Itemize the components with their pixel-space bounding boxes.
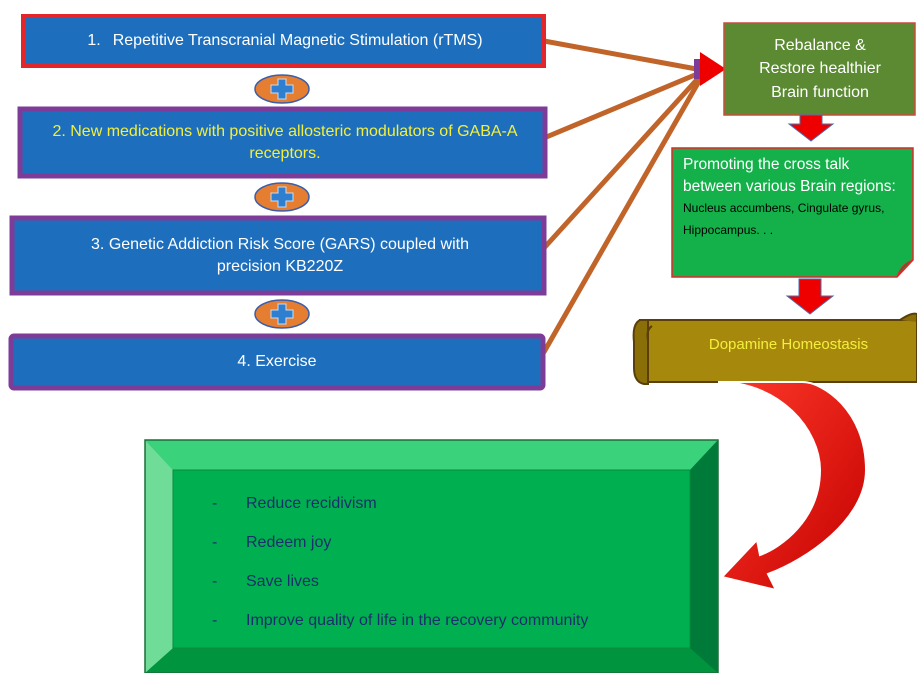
connector-lines [541, 38, 705, 355]
connector-line-4 [541, 73, 705, 355]
step-3-text: Genetic Addiction Risk Score (GARS) coup… [108, 235, 469, 275]
down-arrow-2 [785, 278, 835, 315]
rebalance-box [723, 22, 916, 116]
plus-icon [270, 78, 294, 100]
outcome-item: - Save lives [212, 562, 588, 601]
homeostasis-scroll [632, 312, 917, 385]
connector-line-2 [541, 69, 705, 141]
outcome-item: - Reduce recidivism [212, 484, 588, 523]
connector-line-3 [541, 71, 705, 251]
crosstalk-lead: Promoting the cross talk between various… [683, 156, 896, 195]
step-1-text: Repetitive Transcranial Magnetic Stimula… [112, 32, 483, 50]
rebalance-label: Rebalance & Restore healthier Brain func… [759, 37, 881, 101]
plus-icon [270, 186, 294, 208]
bullet-dash: - [212, 494, 218, 512]
arrow-head-right [700, 52, 726, 86]
plus-connector-3 [254, 299, 310, 329]
homeostasis-label: Dopamine Homeostasis [708, 335, 869, 353]
crosstalk-regions: Nucleus accumbens, Cingulate gyrus, Hipp… [683, 201, 885, 238]
step-4-number: 4. [237, 353, 251, 371]
step-box-4 [8, 333, 546, 391]
arrow-stub [694, 59, 704, 79]
step-4-text: Exercise [255, 353, 317, 371]
outcome-text: Save lives [246, 572, 319, 590]
down-arrow-1 [787, 114, 835, 142]
crosstalk-label: Promoting the cross talk between various… [683, 154, 911, 241]
outcome-item: - Improve quality of life in the recovery… [212, 601, 588, 640]
step-box-1 [21, 14, 546, 68]
step-4-label: 4. Exercise [14, 338, 540, 386]
bullet-dash: - [212, 533, 218, 551]
curved-arrow [717, 381, 868, 592]
step-2-number: 2. [52, 122, 66, 140]
step-box-2 [17, 106, 548, 179]
crosstalk-box [671, 147, 914, 278]
outcome-box [144, 439, 719, 673]
step-3-label: 3. Genetic Addiction Risk Score (GARS) c… [20, 220, 540, 291]
note-fold [896, 259, 914, 278]
outcome-text: Improve quality of life in the recovery … [246, 611, 589, 629]
plus-connector-1 [254, 74, 310, 104]
step-1-label: 1. Repetitive Transcranial Magnetic Stim… [30, 16, 540, 66]
step-3-number: 3. [91, 235, 105, 253]
step-2-text: New medications with positive allosteric… [70, 122, 518, 162]
step-2-label: 2. New medications with positive alloste… [30, 111, 540, 174]
step-box-3 [9, 215, 547, 296]
outcome-text: Reduce recidivism [246, 494, 377, 512]
bullet-dash: - [212, 611, 218, 629]
bullet-dash: - [212, 572, 218, 590]
outcome-item: - Redeem joy [212, 523, 588, 562]
step-1-number: 1. [87, 32, 101, 50]
plus-icon [270, 303, 294, 325]
outcome-list: - Reduce recidivism - Redeem joy - Save liv… [212, 484, 588, 640]
plus-connector-2 [254, 182, 310, 212]
connector-line-1 [541, 38, 705, 73]
outcome-text: Redeem joy [246, 533, 332, 551]
